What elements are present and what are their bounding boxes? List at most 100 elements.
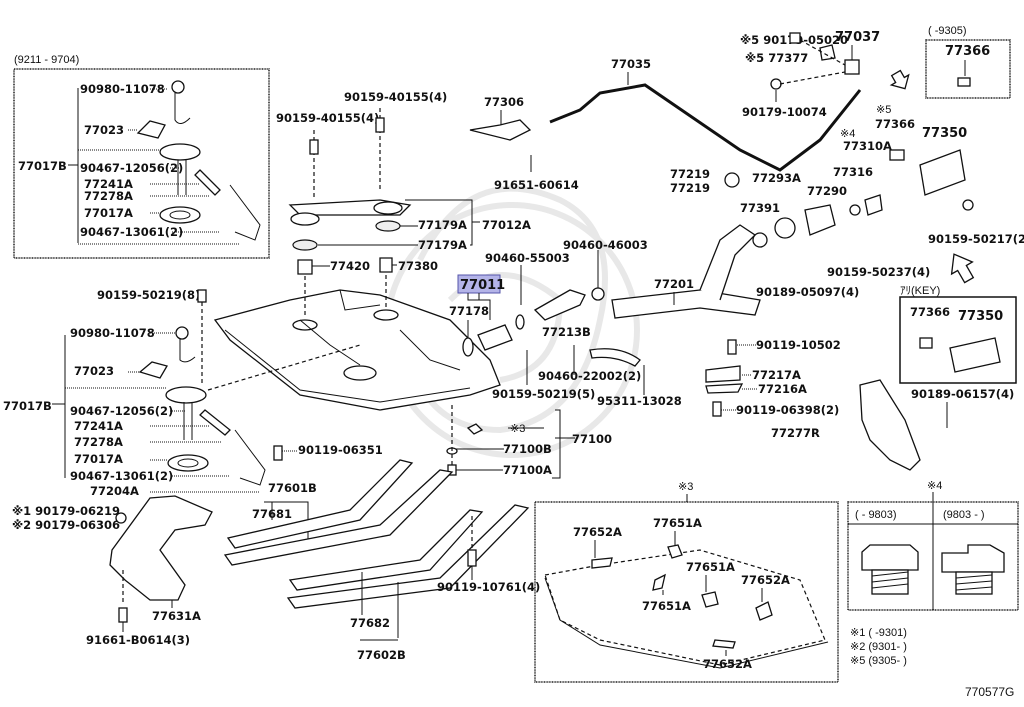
label-bolt-06398: 90119-06398(2): [736, 403, 839, 417]
pipe-bracket-drawing: [705, 339, 744, 417]
pad-drawing: [652, 573, 666, 591]
inset-9305-frame: [925, 39, 1011, 99]
bolt-icon: [467, 549, 477, 567]
filler-neck-drawing: [462, 224, 761, 367]
band-a-upper: [226, 459, 414, 549]
label: 90467-12056(2): [80, 161, 183, 175]
label-key-lid-77350: 77350: [958, 309, 1003, 324]
assembly-axis: [779, 39, 846, 85]
pad-drawing: [701, 591, 719, 608]
label: 90980-11078: [80, 82, 165, 96]
note-5: ※5: [740, 33, 759, 47]
clamp-drawing: [724, 172, 740, 188]
inset-pump-9211: (9211 - 9704) 77017B 90980-11078 77023 9…: [13, 54, 270, 259]
cable-drawing: [549, 83, 862, 172]
lid-drawing: [949, 337, 1001, 373]
label-bolt-06351: 90119-06351: [298, 443, 383, 457]
bolt-icon: [273, 445, 283, 461]
protector-left-group: ※1 90179-06219 ※2 90179-06306 77631A 916…: [12, 495, 213, 647]
label: 90467-13061(2): [80, 225, 183, 239]
label-gasket-top: 77179A: [418, 218, 467, 232]
label-bolt-left: 90159-40155(4): [276, 111, 379, 125]
leader-lines: [318, 199, 480, 246]
bracket-line: [52, 335, 66, 478]
leader-lines: [452, 409, 575, 479]
label-clip-06306: ※2 90179-06306: [12, 518, 120, 532]
label-tank-77100: 77100: [572, 432, 612, 446]
label-77602B: 77602B: [357, 648, 406, 662]
drawing-number: 770577G: [965, 685, 1014, 699]
label-bracket-77216A: 77216A: [758, 382, 807, 396]
pad-drawing: [591, 557, 613, 569]
note-4: ※4: [840, 128, 855, 140]
label-screw-60614: 91651-60614: [494, 178, 579, 192]
key-inset-frame: [899, 296, 1017, 384]
label: 77241A: [74, 419, 123, 433]
tank-rim: [544, 577, 829, 669]
note-3: ※3: [510, 423, 525, 435]
inset-frame: [13, 68, 270, 259]
fuel-cap-old-drawing: [861, 544, 919, 595]
label-opener-77037: 77037: [835, 30, 880, 45]
label-clamp-46003: 90460-46003: [563, 238, 648, 252]
label-lid-77310A: 77310A: [843, 139, 892, 153]
label-protector-77277R: 77277R: [771, 426, 820, 440]
protector-drawing: [859, 379, 921, 471]
label: 77652A: [703, 657, 752, 671]
leader-lines: [467, 250, 599, 340]
inset-frame: [534, 501, 839, 683]
label-bolt-10761: 90119-10761(4): [437, 580, 540, 594]
filler-pipe-group: 77011 77178 90460-55003 90460-46003 7721…: [449, 224, 841, 417]
label: 77652A: [741, 573, 790, 587]
arrow-up-icon: [950, 253, 975, 284]
note-5: ※5: [876, 104, 891, 116]
note-4: ※4: [927, 480, 942, 492]
opener-drawing: [770, 32, 860, 90]
leader-lines: [65, 332, 260, 493]
label-clamp-55003: 90460-55003: [485, 251, 570, 265]
label: 90467-12056(2): [70, 404, 173, 418]
pad-drawing: [755, 601, 773, 621]
label-washer-77100B: 77100B: [503, 442, 552, 456]
label-protector-77631A: 77631A: [152, 609, 201, 623]
leader-lines: [360, 572, 399, 641]
lock-part-no: 77377: [768, 51, 808, 65]
label: 77241A: [84, 177, 133, 191]
clip-part-no: 90179-05020: [763, 33, 848, 47]
label-clip-05020: ※5 90179-05020: [740, 33, 848, 47]
label: 77023: [84, 123, 124, 137]
label-77012A: 77012A: [482, 218, 531, 232]
label-key-hinge-77366: 77366: [910, 305, 950, 319]
footnotes: ※1 ( -9301) ※2 (9301- ) ※5 (9305- ): [850, 627, 907, 667]
label-spring-77316: 77316: [833, 165, 873, 179]
label-bolt-50219-8: 90159-50219(8): [97, 288, 200, 302]
label-bracket-77306: 77306: [484, 95, 524, 109]
inset-date-range: (9211 - 9704): [14, 54, 79, 66]
label-77011[interactable]: 77011: [460, 278, 505, 293]
label: 90980-11078: [70, 326, 155, 340]
label-screw-50217: 90159-50217(2): [928, 232, 1024, 246]
fuel-pump-drawing: [138, 326, 266, 486]
inset-pads: ※3 77652A 77651A 77651A 77652A 77651A 77…: [534, 481, 839, 683]
label: 77652A: [573, 525, 622, 539]
label: 77278A: [84, 189, 133, 203]
label-hinge-77366: 77366: [875, 117, 915, 131]
footnote: ※5 (9305- ): [850, 655, 907, 667]
inset-dividers: [848, 502, 1018, 610]
label-clip-06219: ※1 90179-06219: [12, 504, 120, 518]
band-b-lower: [286, 504, 530, 609]
label-screw-50237: 90159-50237(4): [827, 265, 930, 279]
label: 77651A: [653, 516, 702, 530]
label-lid-77350: 77350: [922, 126, 967, 141]
label-bolt-B0614: 91661-B0614(3): [86, 633, 190, 647]
note-5: ※5: [745, 51, 764, 65]
hinge-drawing: [919, 337, 933, 349]
bolt-icon: [197, 289, 207, 303]
label-inset-77366: 77366: [945, 44, 990, 59]
main-label-column: 90980-11078 77023 90467-12056(2) 77241A …: [70, 326, 173, 498]
label-gasket-bottom: 77179A: [418, 238, 467, 252]
label-clamp-77219-a: 77219: [670, 167, 710, 181]
key-label: ｱﾘ(KEY): [900, 285, 940, 297]
leader-lines: [500, 110, 532, 172]
protector-drawing: [109, 495, 213, 601]
